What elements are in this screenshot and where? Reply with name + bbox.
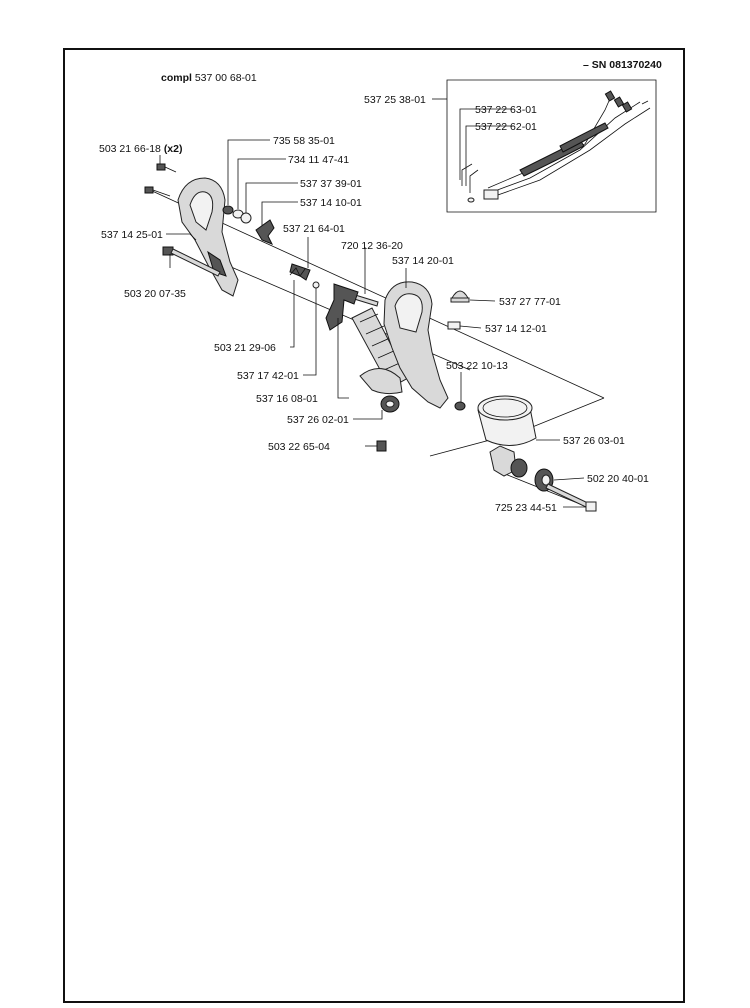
bolt-503-20-07-35 — [162, 246, 221, 277]
harness-wire — [487, 93, 613, 189]
label-537-14-10-01: 537 14 10-01 — [300, 197, 362, 209]
label-503-22-10-13: 503 22 10-13 — [446, 360, 508, 372]
assembly-axis — [149, 189, 605, 399]
label-537-22-62-01: 537 22 62-01 — [475, 121, 537, 133]
clamp-537-26-03-01 — [477, 395, 537, 478]
spacer-537-37-39-01 — [240, 212, 252, 224]
tube-537-26-02-01 — [351, 307, 409, 413]
assembly-number-label: compl 537 00 68-01 — [161, 72, 257, 84]
pin-537-17-42-01 — [312, 281, 320, 289]
harness-terminal — [613, 96, 625, 108]
label-503-21-66-18: 503 21 66-18 (x2) — [99, 143, 183, 155]
spring-503-21-29-06 — [289, 267, 306, 277]
harness-sleeve — [559, 122, 609, 153]
inset-box — [446, 79, 657, 213]
trigger-537-16-08-01 — [325, 283, 359, 331]
label-537-17-42-01: 537 17 42-01 — [237, 370, 299, 382]
label-537-25-38-01: 537 25 38-01 — [364, 94, 426, 106]
label-502-20-40-01: 502 20 40-01 — [587, 473, 649, 485]
screw-537-14-12-01 — [447, 321, 461, 330]
label-734-11-47-41: 734 11 47-41 — [288, 154, 349, 166]
handle-half-left — [177, 177, 239, 297]
harness-connector — [483, 189, 499, 200]
harness-ring — [467, 197, 475, 203]
harness-wire — [494, 107, 651, 197]
label-735-58-35-01: 735 58 35-01 — [273, 135, 335, 147]
washer-735-58-35-01 — [222, 205, 234, 215]
label-537-37-39-01: 537 37 39-01 — [300, 178, 362, 190]
label-537-21-64-01: 537 21 64-01 — [283, 223, 345, 235]
handle-half-right — [359, 281, 449, 409]
harness-terminal — [621, 101, 633, 113]
label-537-14-20-01: 537 14 20-01 — [392, 255, 454, 267]
label-537-14-12-01: 537 14 12-01 — [485, 323, 547, 335]
harness-wire-end — [641, 100, 649, 105]
label-537-27-77-01: 537 27 77-01 — [499, 296, 561, 308]
label-537-26-02-01: 537 26 02-01 — [287, 414, 349, 426]
label-503-21-29-06: 503 21 29-06 — [214, 342, 276, 354]
nut-503-22-65-04 — [376, 440, 387, 452]
label-725-23-44-51: 725 23 44-51 — [495, 502, 557, 514]
nut-503-22-10-13 — [454, 401, 466, 411]
lever-537-21-64-01 — [289, 263, 311, 281]
label-537-16-08-01: 537 16 08-01 — [256, 393, 318, 405]
harness-wire — [469, 169, 479, 193]
label-720-12-36-20: 720 12 36-20 — [341, 240, 403, 252]
harness-terminal — [604, 90, 616, 102]
harness-wire — [491, 101, 641, 193]
screw-503-21-66-18 — [144, 163, 177, 197]
knob-537-14-10-01 — [255, 219, 275, 245]
serial-number-label: – SN 081370240 — [583, 59, 662, 71]
leader-lines — [159, 98, 586, 508]
page-frame — [63, 48, 685, 1003]
label-537-14-25-01: 537 14 25-01 — [101, 229, 163, 241]
wiring-harness-inset — [446, 79, 657, 213]
label-537-26-03-01: 537 26 03-01 — [563, 435, 625, 447]
label-503-22-65-04: 503 22 65-04 — [268, 441, 330, 453]
harness-wire — [461, 163, 473, 186]
label-503-20-07-35: 503 20 07-35 — [124, 288, 186, 300]
cap-537-27-77-01 — [450, 290, 470, 303]
bolt-725-23-44-51 — [545, 483, 597, 512]
label-537-22-63-01: 537 22 63-01 — [475, 104, 537, 116]
